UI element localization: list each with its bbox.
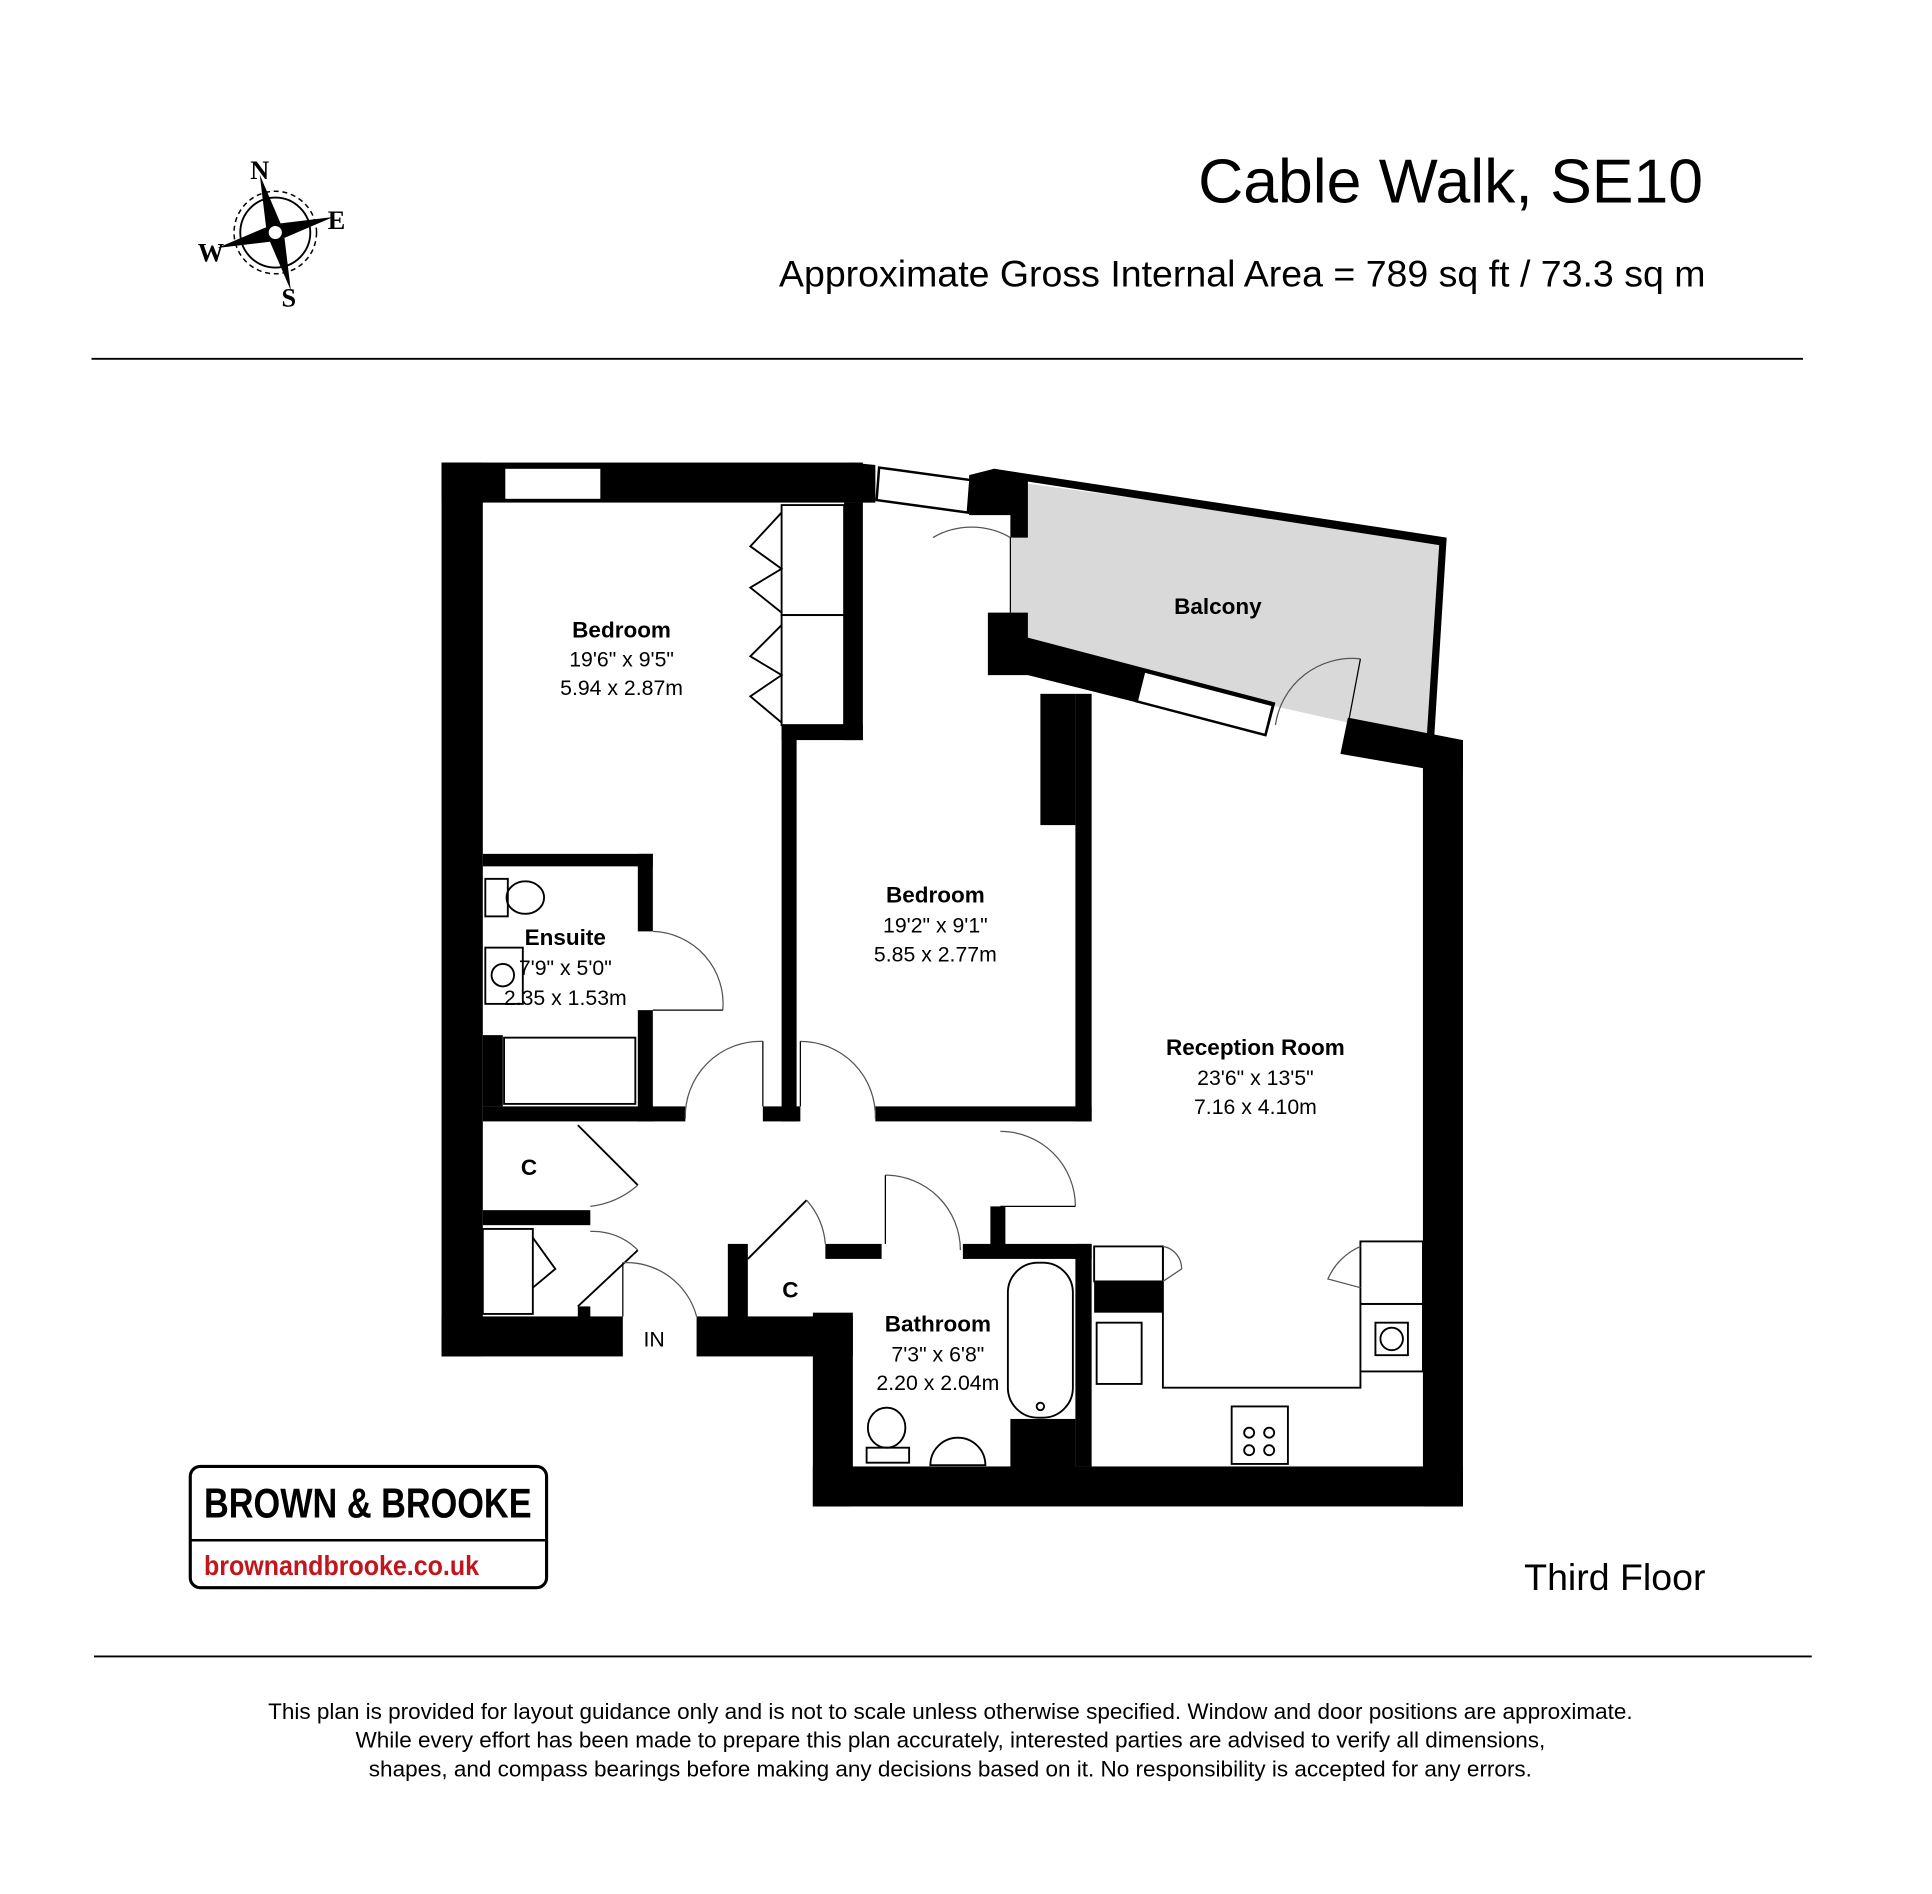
window bbox=[1135, 669, 1275, 737]
compass-n: N bbox=[250, 156, 269, 185]
room-dim-imperial: 23'6" x 13'5" bbox=[1197, 1066, 1314, 1090]
compass-e: E bbox=[328, 206, 346, 235]
room-dim-imperial: 19'2" x 9'1" bbox=[883, 914, 988, 938]
room-dim-metric: 7.16 x 4.10m bbox=[1194, 1095, 1317, 1119]
room-dim-metric: 5.94 x 2.87m bbox=[560, 676, 683, 700]
window bbox=[875, 466, 972, 514]
brand-logo: BROWN & BROOKE brownandbrooke.co.uk bbox=[188, 1464, 549, 1590]
room-name: Bedroom bbox=[572, 618, 671, 643]
compass-s: S bbox=[282, 283, 297, 312]
room-name: Bedroom bbox=[886, 883, 985, 908]
compass-w: W bbox=[198, 238, 224, 267]
room-dim-metric: 2.35 x 1.53m bbox=[504, 986, 627, 1010]
floor-label: Third Floor bbox=[1524, 1556, 1705, 1598]
compass-rose-icon bbox=[217, 174, 334, 291]
room-dim-imperial: 19'6" x 9'5" bbox=[569, 647, 674, 671]
disclaimer: This plan is provided for layout guidanc… bbox=[268, 1699, 1633, 1782]
room-labels: Bedroom 19'6" x 9'5" 5.94 x 2.87m Bedroo… bbox=[504, 594, 1345, 1395]
entrance-label: IN bbox=[643, 1327, 664, 1351]
brand-name: BROWN & BROOKE bbox=[204, 1481, 532, 1527]
cupboard-label: C bbox=[782, 1278, 798, 1303]
fixtures bbox=[481, 504, 1424, 1467]
door-swings bbox=[577, 526, 1362, 1317]
room-name: Balcony bbox=[1174, 594, 1262, 619]
room-dim-imperial: 7'3" x 6'8" bbox=[891, 1342, 984, 1366]
room-dim-imperial: 7'9" x 5'0" bbox=[519, 956, 612, 980]
disclaimer-line: This plan is provided for layout guidanc… bbox=[268, 1699, 1633, 1724]
room-name: Reception Room bbox=[1166, 1035, 1345, 1060]
room-name: Ensuite bbox=[525, 925, 606, 950]
page-title: Cable Walk, SE10 bbox=[1198, 147, 1703, 217]
room-dim-metric: 2.20 x 2.04m bbox=[876, 1371, 999, 1395]
cupboard-label: C bbox=[521, 1155, 537, 1180]
window bbox=[502, 466, 603, 502]
brand-url: brownandbrooke.co.uk bbox=[204, 1550, 480, 1581]
disclaimer-line: shapes, and compass bearings before maki… bbox=[369, 1756, 1532, 1781]
disclaimer-line: While every effort has been made to prep… bbox=[355, 1728, 1545, 1753]
area-summary: Approximate Gross Internal Area = 789 sq… bbox=[779, 252, 1706, 294]
room-name: Bathroom bbox=[885, 1311, 991, 1336]
balcony-area bbox=[1010, 481, 1445, 736]
room-dim-metric: 5.85 x 2.77m bbox=[874, 942, 997, 966]
